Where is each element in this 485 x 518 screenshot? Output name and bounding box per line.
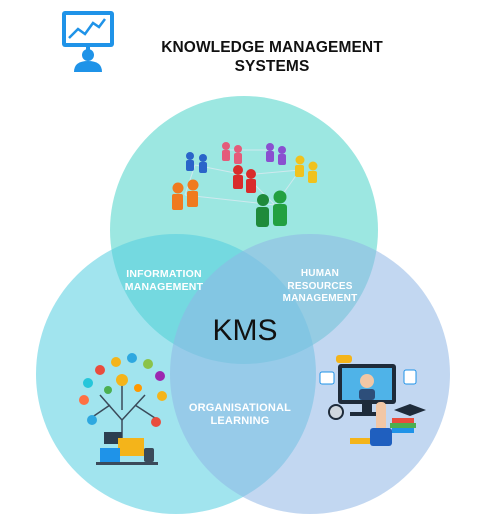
people-network-icon [172, 142, 318, 227]
label-human-resources-management: HUMAN RESOURCES MANAGEMENT [282, 268, 358, 304]
label-organisational-learning: ORGANISATIONAL LEARNING [188, 402, 292, 427]
title-block: KNOWLEDGE MANAGEMENT SYSTEMS [54, 6, 474, 86]
center-label-kms: KMS [212, 314, 278, 347]
tech-tree-icon [79, 353, 167, 465]
title-line-2: SYSTEMS [234, 58, 310, 75]
page-title: KNOWLEDGE MANAGEMENT SYSTEMS [122, 38, 422, 76]
title-line-1: KNOWLEDGE MANAGEMENT [161, 39, 383, 56]
online-learning-icon [319, 355, 426, 446]
presentation-board-icon [62, 11, 114, 72]
label-information-management: INFORMATION MANAGEMENT [124, 268, 204, 293]
